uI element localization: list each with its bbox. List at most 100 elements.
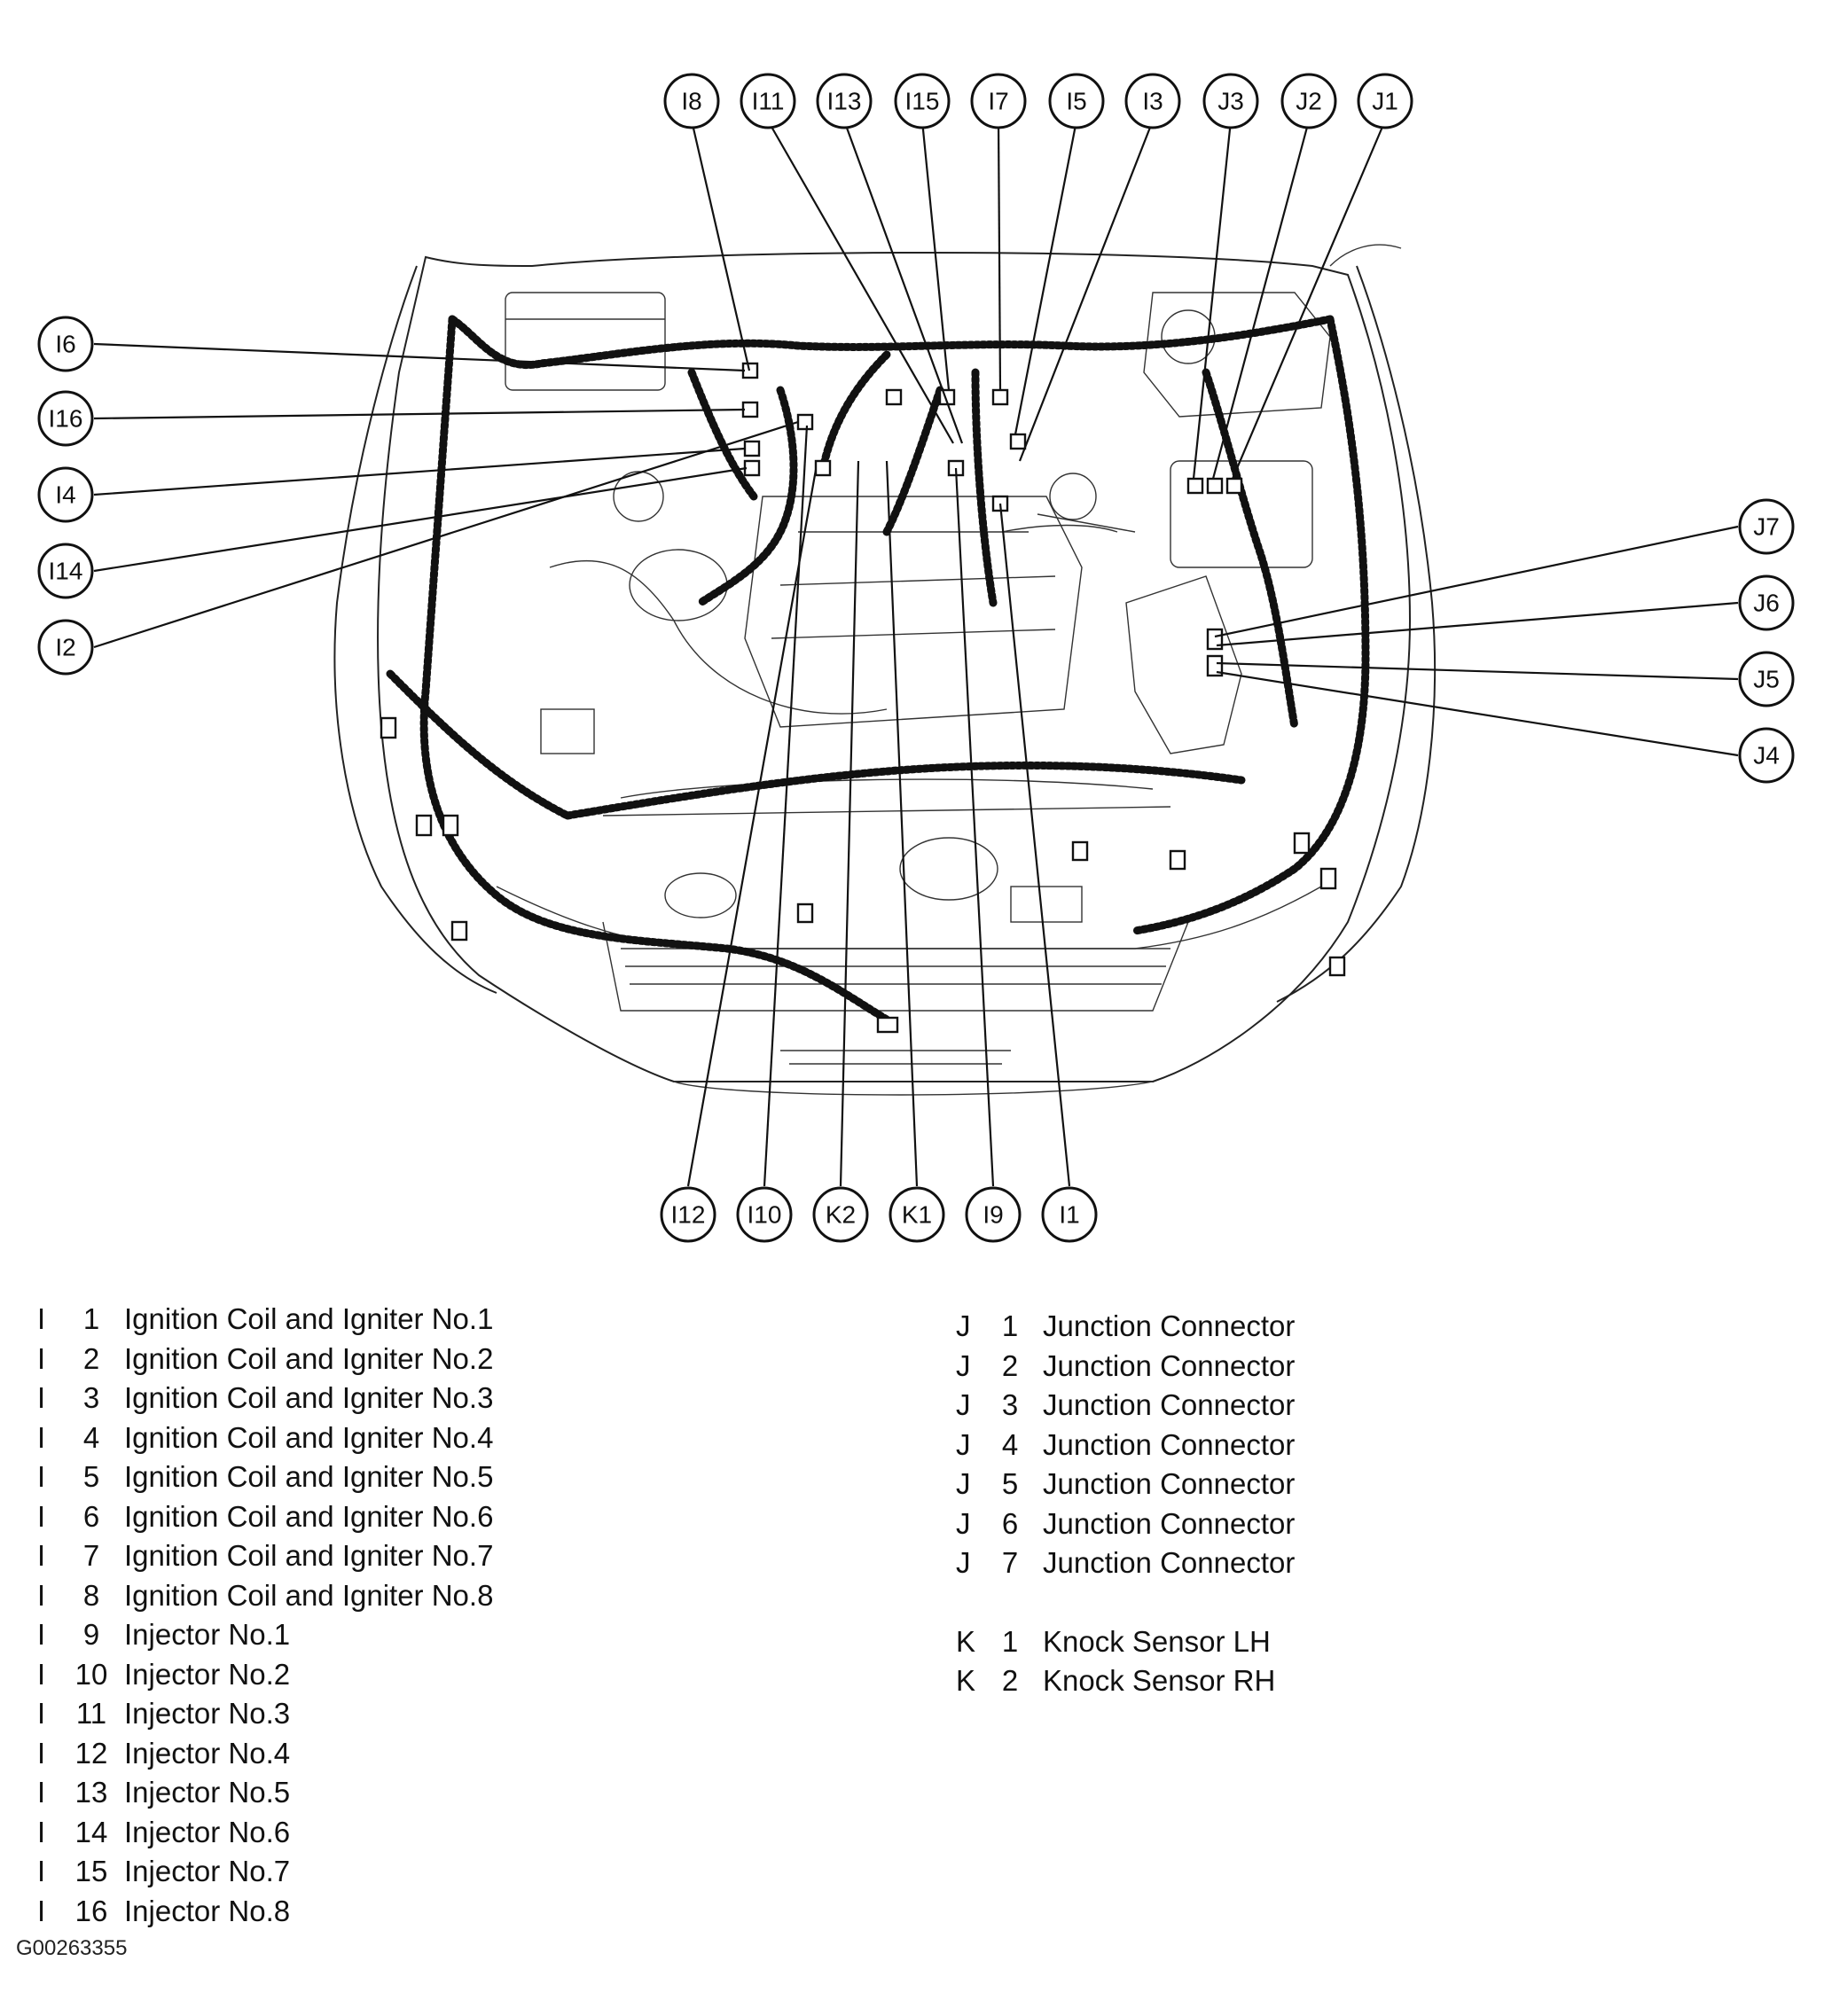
callout-j3: J3: [1202, 73, 1259, 129]
legend-group: I: [37, 1815, 46, 1848]
callout-k1: K1: [889, 1186, 945, 1243]
legend-number: 5: [82, 1460, 100, 1493]
legend-number: 7: [1001, 1546, 1019, 1579]
callout-j1: J1: [1357, 73, 1413, 129]
svg-text:J5: J5: [1753, 666, 1780, 693]
figure-id: G00263355: [16, 1936, 128, 1960]
callout-i10: I10: [736, 1186, 793, 1243]
legend-group: I: [37, 1381, 46, 1414]
legend-group: I: [37, 1578, 46, 1612]
callout-k2: K2: [812, 1186, 869, 1243]
svg-text:I8: I8: [681, 88, 701, 115]
svg-text:J2: J2: [1296, 88, 1322, 115]
svg-text:J4: J4: [1753, 742, 1780, 770]
callout-j4: J4: [1738, 727, 1795, 784]
legend-description: Junction Connector: [1043, 1546, 1296, 1579]
callout-i11: I11: [740, 73, 796, 129]
legend-group: I: [37, 1302, 46, 1335]
legend-group: I: [37, 1776, 46, 1809]
legend-group: J: [956, 1388, 971, 1421]
legend-description: Injector No.7: [124, 1855, 291, 1887]
legend-number: 8: [82, 1578, 100, 1612]
svg-text:J7: J7: [1753, 513, 1780, 541]
legend-spacer: [956, 1583, 1295, 1622]
legend-group: J: [956, 1348, 971, 1382]
callout-i5: I5: [1048, 73, 1105, 129]
callout-i3: I3: [1124, 73, 1181, 129]
callout-i9: I9: [965, 1186, 1022, 1243]
legend-description: Ignition Coil and Igniter No.1: [124, 1302, 494, 1335]
svg-text:I13: I13: [827, 88, 862, 115]
legend-number: 14: [74, 1815, 108, 1848]
legend-description: Ignition Coil and Igniter No.5: [124, 1460, 494, 1493]
callout-i16: I16: [37, 390, 94, 447]
callout-i13: I13: [816, 73, 873, 129]
legend-group: J: [956, 1506, 971, 1540]
legend-number: 11: [75, 1697, 107, 1730]
legend-number: 1: [1001, 1624, 1019, 1658]
legend-number: 10: [74, 1657, 108, 1691]
callout-i8: I8: [663, 73, 720, 129]
legend-number: 6: [82, 1499, 100, 1533]
legend-row-i3: I 3 Ignition Coil and Igniter No.3: [37, 1379, 493, 1418]
legend-number: 9: [82, 1618, 100, 1651]
svg-text:I1: I1: [1059, 1201, 1079, 1229]
svg-text:J6: J6: [1753, 590, 1780, 617]
legend-description: Ignition Coil and Igniter No.7: [124, 1539, 494, 1572]
legend-group: J: [956, 1467, 971, 1500]
engine-harness-diagram: I8 I11 I13 I15 I7 I5 I3 J3 J2 J1 I6 I16 …: [37, 73, 1795, 1243]
legend-number: 15: [74, 1855, 108, 1887]
legend-description: Injector No.6: [124, 1815, 291, 1848]
svg-text:K1: K1: [902, 1201, 932, 1229]
legend-group: K: [956, 1624, 976, 1658]
callout-i6: I6: [37, 316, 94, 372]
svg-text:I15: I15: [905, 88, 940, 115]
legend-description: Injector No.5: [124, 1776, 291, 1809]
legend-group: I: [37, 1420, 46, 1454]
legend-group: J: [956, 1427, 971, 1461]
svg-text:K2: K2: [826, 1201, 856, 1229]
callout-labels: I8 I11 I13 I15 I7 I5 I3 J3 J2 J1 I6 I16 …: [37, 73, 1795, 1243]
legend-number: 4: [1001, 1427, 1019, 1461]
legend-group: J: [956, 1309, 971, 1342]
svg-text:J3: J3: [1217, 88, 1244, 115]
callout-i1: I1: [1041, 1186, 1098, 1243]
legend-number: 3: [82, 1381, 100, 1414]
svg-text:I7: I7: [988, 88, 1008, 115]
legend-number: 16: [74, 1894, 108, 1927]
legend-number: 4: [82, 1420, 100, 1454]
legend-number: 2: [1001, 1348, 1019, 1382]
legend-group: I: [37, 1499, 46, 1533]
car-outline: [333, 244, 1437, 1096]
engine-components: [505, 292, 1331, 923]
svg-text:I9: I9: [983, 1201, 1003, 1229]
legend-number: 6: [1001, 1506, 1019, 1540]
callout-j6: J6: [1738, 574, 1795, 631]
svg-text:I11: I11: [752, 88, 785, 115]
legend-description: Ignition Coil and Igniter No.3: [124, 1381, 494, 1414]
legend-group: I: [37, 1539, 46, 1572]
svg-text:I16: I16: [49, 405, 83, 433]
legend-description: Knock Sensor RH: [1043, 1664, 1276, 1697]
callout-i7: I7: [970, 73, 1027, 129]
svg-text:J1: J1: [1372, 88, 1398, 115]
svg-text:I6: I6: [55, 331, 75, 358]
